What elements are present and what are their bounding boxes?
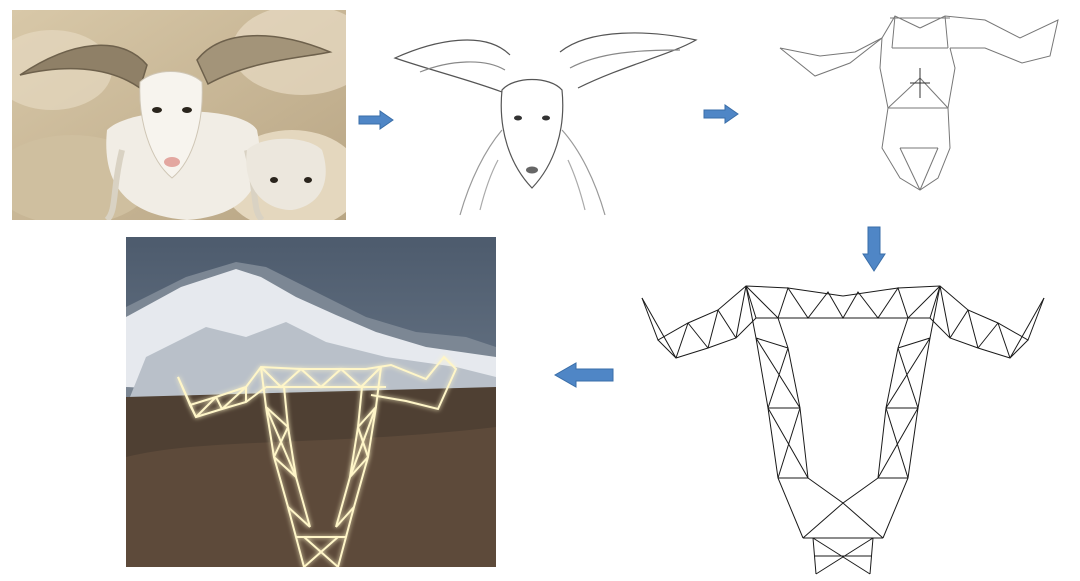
goat-photo-image bbox=[12, 10, 346, 220]
arrow-left-icon bbox=[554, 362, 614, 388]
goat-sketch-panel bbox=[390, 10, 700, 220]
goat-photo-panel bbox=[12, 10, 346, 220]
tower-render-panel bbox=[126, 237, 496, 567]
arrow-right-icon bbox=[358, 110, 394, 130]
goat-wireframe-panel bbox=[770, 8, 1070, 208]
tower-render-image bbox=[126, 237, 496, 567]
goat-sketch-image bbox=[390, 10, 700, 220]
arrow-down-icon bbox=[862, 226, 886, 272]
arrow-right-icon bbox=[703, 104, 739, 124]
tower-lattice-image bbox=[628, 278, 1058, 578]
goat-wireframe-image bbox=[770, 8, 1070, 208]
tower-lattice-panel bbox=[628, 278, 1058, 578]
